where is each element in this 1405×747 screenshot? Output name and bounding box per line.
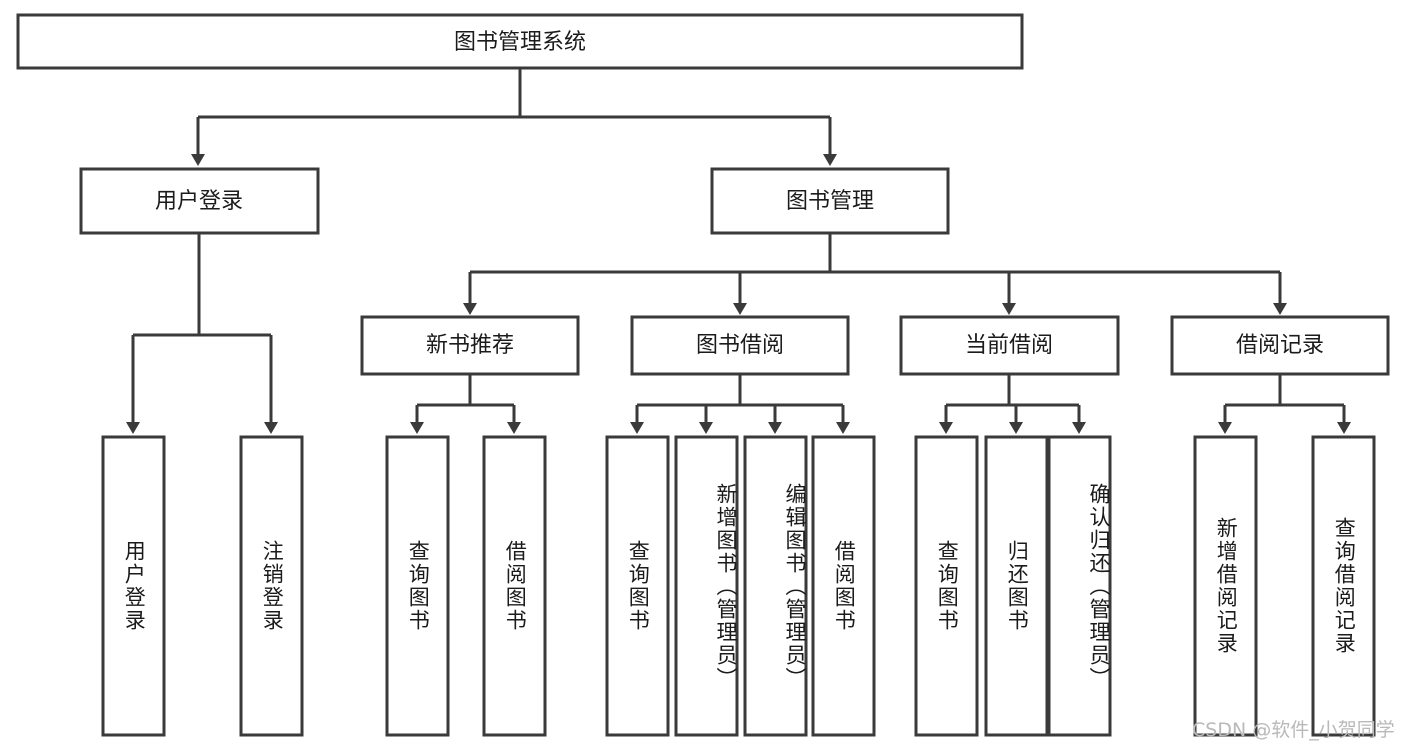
leaf-box-add-book[interactable]	[674, 435, 739, 737]
node-current-borrow-box[interactable]	[899, 315, 1120, 376]
node-book-manage[interactable]: 图书管理	[710, 167, 950, 235]
leaf-box-query-record[interactable]	[1311, 435, 1376, 737]
leaf-box-add-record[interactable]	[1193, 435, 1258, 737]
node-root-box[interactable]	[16, 13, 1024, 70]
csdn-watermark: CSDN @软件_小贺同学	[1192, 719, 1395, 741]
leaf-box-borrow-book[interactable]	[811, 435, 876, 737]
node-user-login-box[interactable]	[79, 167, 320, 235]
leaf-box-user-login[interactable]	[101, 435, 166, 737]
node-new-book-rec-label: 新书推荐	[426, 333, 514, 358]
leaf-box-borrow-book-rec[interactable]	[482, 435, 547, 737]
node-new-book-rec-box[interactable]	[360, 315, 580, 376]
node-book-borrow-box[interactable]	[630, 315, 850, 376]
node-book-manage-box[interactable]	[710, 167, 950, 235]
node-borrow-record-label: 借阅记录	[1236, 333, 1324, 358]
node-current-borrow-label: 当前借阅	[965, 333, 1053, 358]
node-user-login[interactable]: 用户登录	[79, 167, 320, 235]
leaf-box-return-book[interactable]	[984, 435, 1049, 737]
node-book-borrow[interactable]: 图书借阅	[630, 315, 850, 376]
leaf-box-edit-book[interactable]	[743, 435, 808, 737]
node-new-book-rec[interactable]: 新书推荐	[360, 315, 580, 376]
node-borrow-record-box[interactable]	[1170, 315, 1390, 376]
node-current-borrow[interactable]: 当前借阅	[899, 315, 1120, 376]
leaf-box-confirm-return[interactable]	[1047, 435, 1112, 737]
leaf-box-user-logout[interactable]	[239, 435, 304, 737]
leaf-box-query-book-borrow[interactable]	[605, 435, 670, 737]
node-book-borrow-label: 图书借阅	[696, 333, 784, 358]
leaf-box-query-book-rec[interactable]	[385, 435, 450, 737]
leaf-box-query-book-current[interactable]	[914, 435, 979, 737]
node-root-label: 图书管理系统	[454, 30, 586, 55]
node-book-manage-label: 图书管理	[786, 189, 874, 214]
node-user-login-label: 用户登录	[155, 189, 243, 214]
node-root[interactable]: 图书管理系统	[16, 13, 1024, 70]
node-borrow-record[interactable]: 借阅记录	[1170, 315, 1390, 376]
leaf-box-layer	[101, 435, 1376, 737]
connector-layer	[126, 68, 1351, 434]
